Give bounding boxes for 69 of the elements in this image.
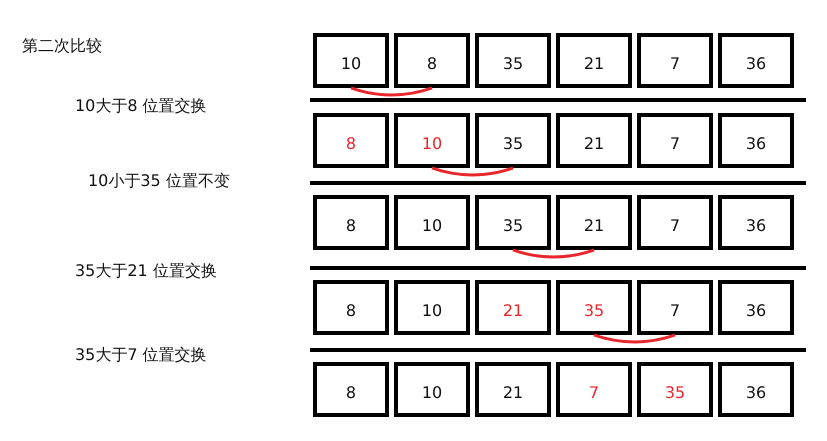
number: 21 [584, 216, 604, 235]
number-box [475, 280, 551, 335]
number: 10 [422, 216, 442, 235]
number-box [394, 195, 470, 250]
number: 21 [502, 301, 524, 320]
number: 10 [422, 301, 442, 320]
number-box [475, 195, 551, 250]
number: 35 [502, 216, 524, 235]
number-box [313, 195, 389, 250]
number-box [556, 280, 632, 335]
number: 8 [426, 54, 438, 73]
number: 36 [746, 383, 766, 402]
number: 21 [584, 134, 604, 153]
comparison-note: 10小于35 位置不变 [88, 171, 230, 192]
number: 7 [670, 134, 680, 153]
number-box [313, 280, 389, 335]
number: 8 [346, 383, 356, 402]
number: 36 [746, 54, 766, 73]
number-box [556, 195, 632, 250]
number-box [475, 113, 551, 168]
number: 35 [664, 383, 686, 402]
number-box [718, 362, 794, 417]
comparison-arc [432, 166, 514, 176]
number-box [637, 113, 713, 168]
number-box [394, 113, 470, 168]
number-box [394, 280, 470, 335]
number: 7 [670, 54, 680, 73]
number: 7 [670, 301, 680, 320]
number-box [637, 280, 713, 335]
number-box [313, 33, 389, 88]
number: 7 [670, 216, 680, 235]
number: 21 [584, 54, 604, 73]
number-box [718, 113, 794, 168]
number-box [556, 362, 632, 417]
comparison-note: 35大于7 位置交换 [75, 345, 207, 366]
comparison-arc [350, 86, 432, 96]
number-box [313, 362, 389, 417]
number: 35 [584, 301, 604, 320]
number-box [556, 113, 632, 168]
number-box [718, 33, 794, 88]
number-box [718, 195, 794, 250]
number-box [637, 33, 713, 88]
comparison-note: 35大于21 位置交换 [75, 261, 217, 282]
comparison-arc [594, 334, 676, 344]
number-box [394, 33, 470, 88]
number: 8 [346, 301, 356, 320]
number: 36 [746, 301, 766, 320]
number: 8 [346, 134, 356, 153]
number: 10 [422, 134, 442, 153]
number-box [475, 33, 551, 88]
title: 第二次比较 [22, 36, 102, 57]
number-box [475, 362, 551, 417]
number: 36 [746, 216, 766, 235]
number: 35 [502, 54, 524, 73]
number: 10 [340, 54, 362, 73]
number-box [637, 362, 713, 417]
number-box [637, 195, 713, 250]
number-box [394, 362, 470, 417]
number-box [718, 280, 794, 335]
number: 36 [746, 134, 766, 153]
number: 21 [502, 383, 524, 402]
number-box [556, 33, 632, 88]
comparison-arc [512, 248, 594, 258]
number: 10 [422, 383, 442, 402]
number-box [313, 113, 389, 168]
number: 8 [346, 216, 356, 235]
comparison-note: 10大于8 位置交换 [75, 96, 207, 117]
number: 7 [588, 383, 600, 402]
number: 35 [502, 134, 524, 153]
